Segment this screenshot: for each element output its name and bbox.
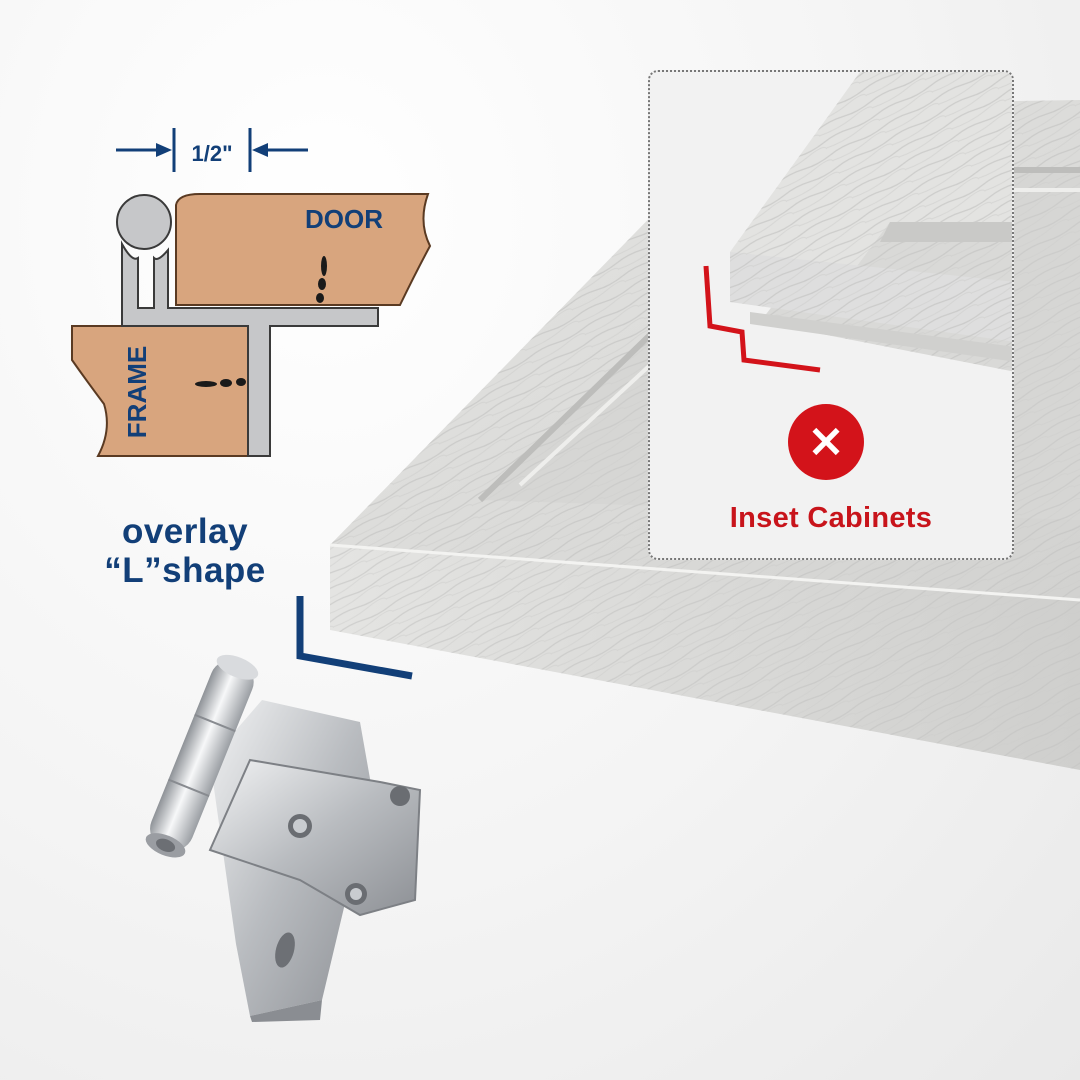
cross-section-diagram: 1/2" DOOR FRAME [71,128,432,457]
inset-z-marker [703,265,821,373]
door-block [175,193,432,306]
overlay-l-marker [296,596,413,680]
dimension-label: 1/2" [191,141,232,166]
dimension-indicator: 1/2" [116,128,308,172]
x-mark-icon: × [806,413,846,467]
door-screw-icon [316,256,327,303]
hinge-product [145,654,422,1022]
inset-cabinet-callout: × Inset Cabinets [648,70,1014,560]
inset-cabinet-illustration [650,72,1012,558]
frame-screw-icon [195,378,246,387]
hinge-profile [116,194,379,457]
caption-line-2: “L”shape [104,551,266,590]
inset-cabinets-label: Inset Cabinets [729,502,933,534]
frame-label: FRAME [122,346,152,438]
not-compatible-badge: × [788,404,864,480]
frame-block [71,325,249,457]
caption-line-1: overlay [121,512,249,551]
overlay-caption: overlay “L”shape [70,512,300,590]
door-label: DOOR [305,204,383,234]
